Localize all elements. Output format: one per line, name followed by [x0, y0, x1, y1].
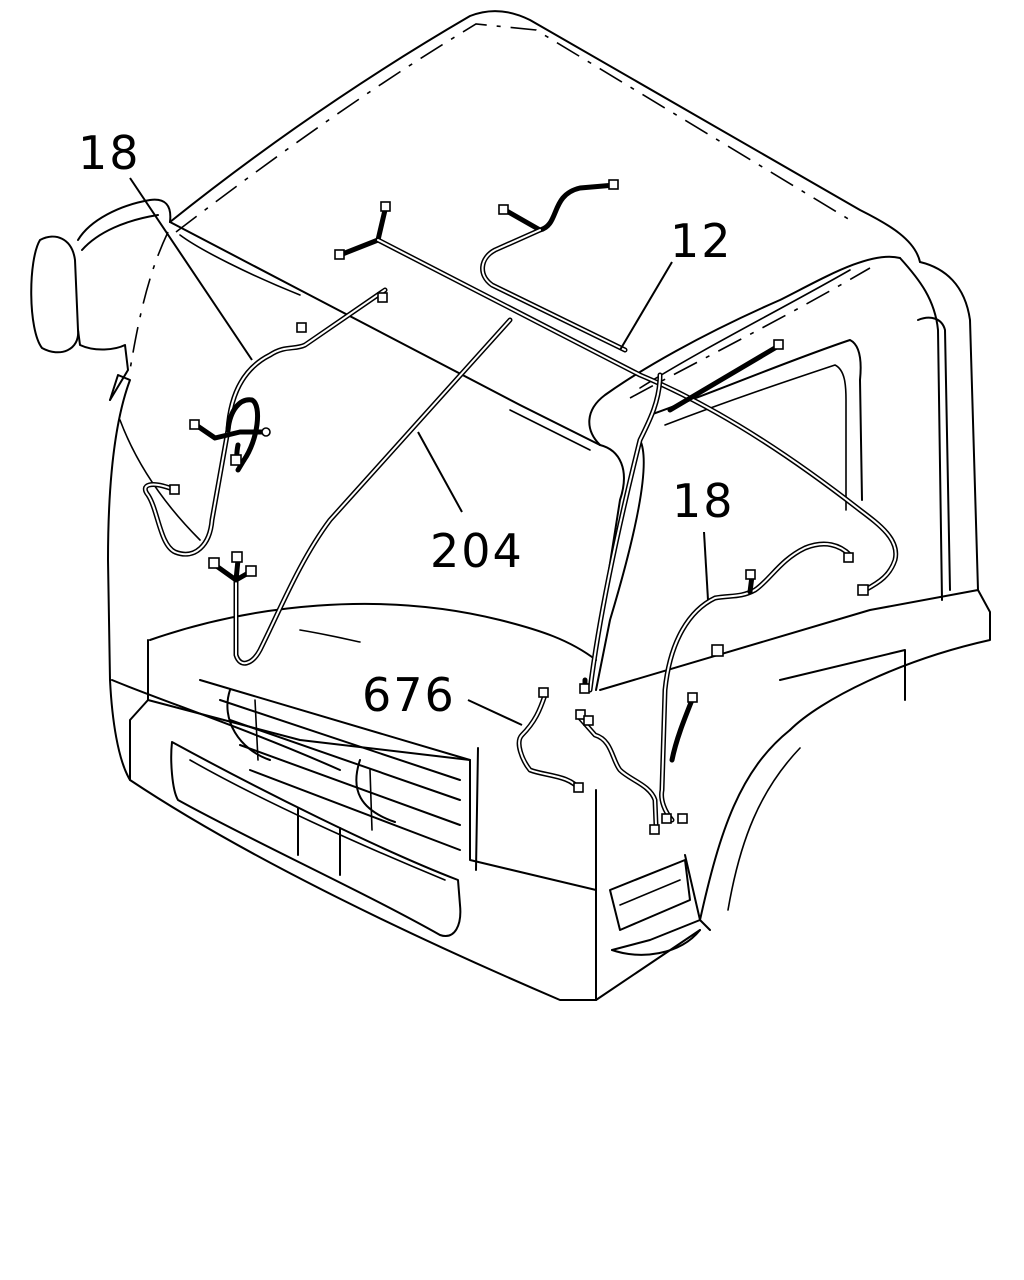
leader-12	[619, 261, 673, 351]
callout-harness-left: 18	[78, 126, 141, 180]
connector	[677, 813, 688, 824]
connector	[773, 339, 784, 350]
connector	[231, 551, 243, 563]
connector	[538, 687, 549, 698]
connector	[380, 201, 391, 212]
connector	[296, 322, 307, 333]
harness-18-left	[142, 287, 388, 557]
harness-12	[480, 182, 783, 693]
connector	[661, 813, 672, 824]
leader-18-right	[703, 531, 709, 601]
connector	[245, 565, 257, 577]
connector	[649, 824, 660, 835]
connector	[711, 644, 724, 657]
connector	[608, 179, 619, 190]
harness-676	[516, 677, 659, 828]
connector	[261, 427, 271, 437]
callout-harness-right: 18	[672, 474, 735, 528]
connector	[857, 584, 869, 596]
connector	[745, 569, 756, 580]
leader-204	[417, 431, 463, 513]
connector	[843, 552, 854, 563]
connector	[208, 557, 220, 569]
connectors	[169, 179, 869, 835]
leader-676	[467, 699, 523, 726]
connector	[579, 683, 590, 694]
connector	[230, 454, 242, 466]
connector	[169, 484, 180, 495]
connector	[377, 292, 388, 303]
connector	[498, 204, 509, 215]
callout-harness-roof: 12	[670, 214, 733, 268]
connector	[687, 692, 698, 703]
callout-harness-main: 204	[430, 524, 524, 578]
harness-204	[212, 207, 899, 666]
connector	[583, 715, 594, 726]
connector	[573, 782, 584, 793]
connector	[334, 249, 345, 260]
leader-lines	[129, 177, 709, 726]
connector	[189, 419, 200, 430]
callout-harness-front: 676	[362, 668, 456, 722]
harness-18-right	[659, 541, 853, 823]
leader-18-left	[129, 177, 253, 361]
connector	[575, 709, 586, 720]
cab-outline	[30, 10, 991, 1001]
